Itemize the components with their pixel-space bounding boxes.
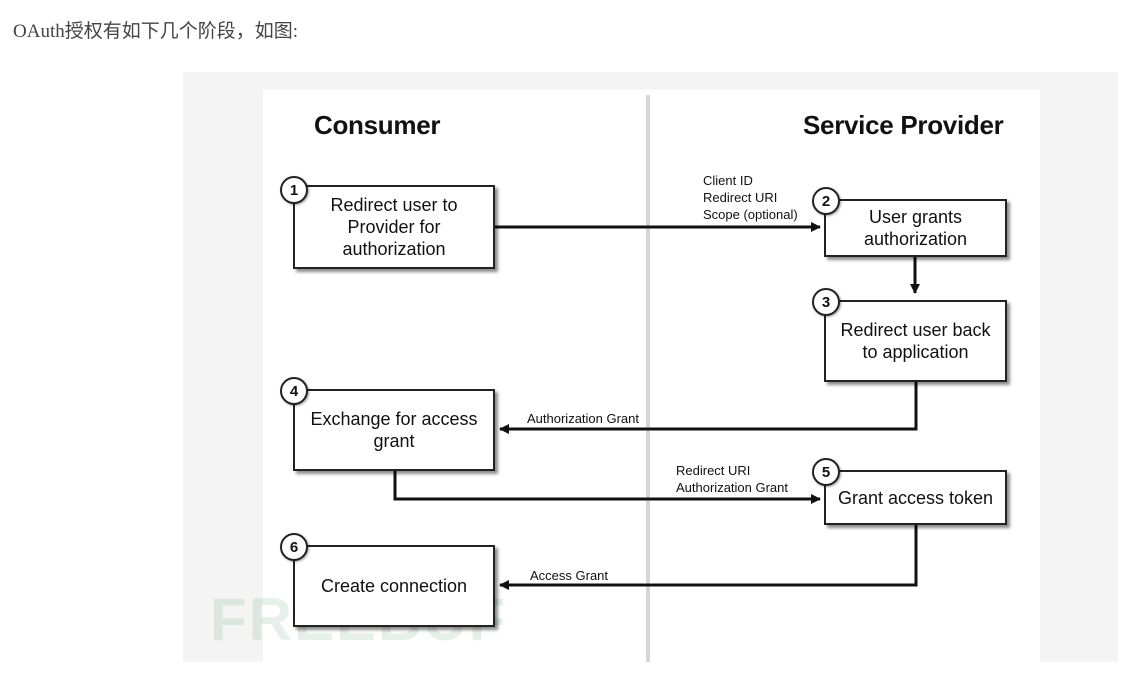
step-6-text: Create connection: [320, 576, 468, 596]
label-client-id: Client ID: [703, 173, 753, 188]
consumer-title: Consumer: [314, 110, 441, 140]
step-5-number: 5: [812, 458, 840, 486]
step-1-box: Redirect user to Provider for authorizat…: [293, 185, 495, 269]
label-scope: Scope (optional): [703, 207, 798, 222]
label-exchange-authorization-grant: Authorization Grant: [676, 480, 789, 495]
step-5-box: Grant access token: [824, 470, 1007, 525]
label-authorization-grant: Authorization Grant: [527, 411, 640, 426]
step-4-number: 4: [280, 377, 308, 405]
step-1-text: Redirect user to Provider for authorizat…: [330, 195, 458, 259]
step-1-number: 1: [280, 176, 308, 204]
step-2-number: 2: [812, 187, 840, 215]
step-5-text: Grant access token: [837, 487, 994, 508]
step-3-number: 3: [812, 288, 840, 316]
label-access-grant: Access Grant: [530, 568, 609, 583]
intro-text: OAuth授权有如下几个阶段，如图:: [13, 21, 299, 42]
arrow-5-to-6: [499, 525, 918, 590]
label-redirect-uri: Redirect URI: [703, 190, 778, 205]
step-2-box: User grants authorization: [824, 199, 1007, 257]
provider-title: Service Provider: [803, 110, 1004, 140]
step-4-box: Exchange for access grant: [293, 389, 495, 471]
step-3-box: Redirect user back to application: [824, 300, 1007, 382]
step-4-text: Exchange for access grant: [310, 409, 478, 451]
step-2-text: User grants authorization: [863, 207, 968, 249]
arrow-4-to-5: [393, 471, 821, 504]
step-6-box: Create connection: [293, 545, 495, 627]
column-divider: [646, 95, 650, 662]
step-3-text: Redirect user back to application: [840, 320, 991, 362]
arrow-3-to-4: [499, 382, 918, 434]
step-6-number: 6: [280, 533, 308, 561]
label-exchange-redirect-uri: Redirect URI: [676, 463, 751, 478]
